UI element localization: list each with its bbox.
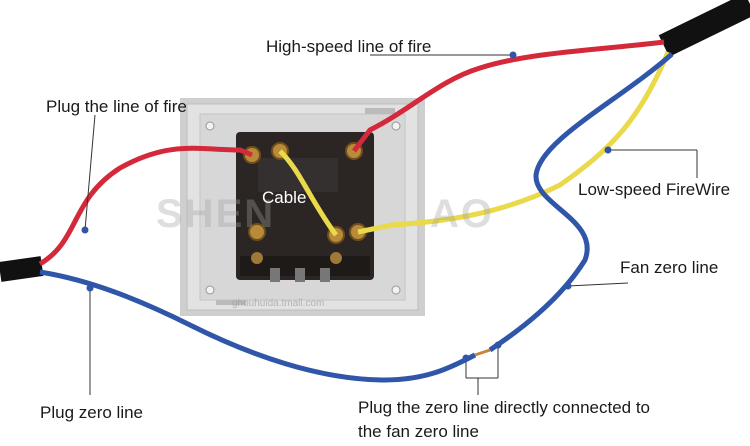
- blue-wire-plug-zero: [39, 269, 477, 383]
- label-connect-line-2: the fan zero line: [358, 422, 479, 441]
- label-plug-fire: Plug the line of fire: [46, 97, 187, 116]
- label-connect-line-1: Plug the zero line directly connected to: [358, 398, 651, 417]
- yellow-cable-jumper: [278, 149, 339, 237]
- watermark-right: AO: [430, 192, 494, 236]
- right-cable-sheath: [658, 0, 750, 57]
- watermark-left: SHEN: [156, 192, 276, 236]
- label-low-speed-firewire: Low-speed FireWire: [578, 180, 731, 199]
- label-cable: Cable: [262, 188, 307, 207]
- blue-wire-fan-zero: [488, 52, 674, 353]
- marker-dots: [81, 51, 612, 362]
- red-wire-plug-fire: [38, 145, 253, 267]
- copper-splice: [474, 348, 491, 357]
- label-plug-zero-line: Plug zero line: [40, 403, 144, 422]
- watermark-url: ghouhuida.tmall.com: [232, 298, 325, 309]
- yellow-wire-low-speed: [357, 51, 671, 235]
- left-cable-sheath: [0, 256, 44, 282]
- red-wire-high-speed: [352, 39, 665, 153]
- leader-lines: [84, 54, 698, 395]
- label-fan-zero-line: Fan zero line: [620, 258, 719, 277]
- label-high-speed-fire: High-speed line of fire: [266, 37, 432, 56]
